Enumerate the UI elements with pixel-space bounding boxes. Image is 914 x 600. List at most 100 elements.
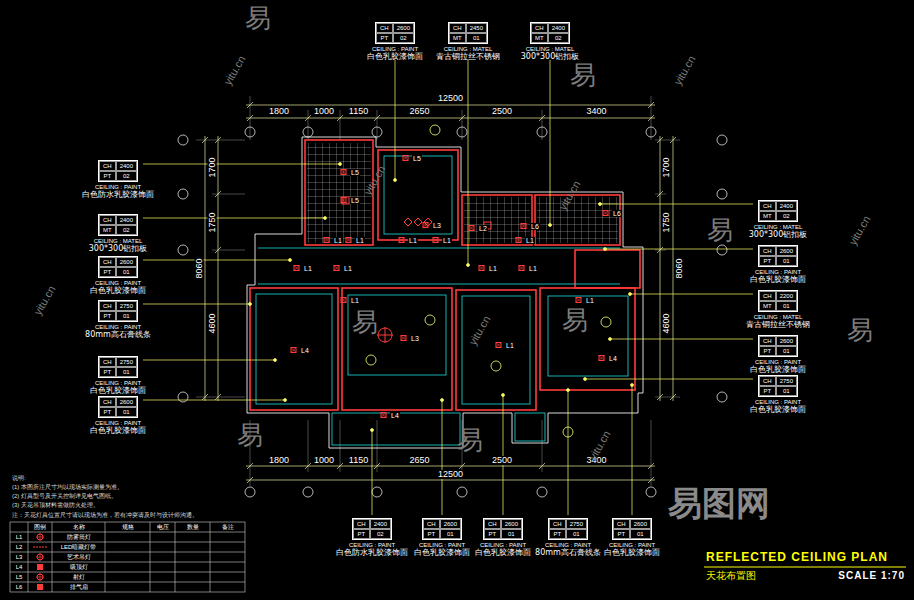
- material-name: 白色防水乳胶漆饰面: [336, 548, 408, 557]
- tag-cell: PT: [759, 386, 776, 396]
- light-tag: L1: [355, 237, 365, 244]
- watermark: 易: [570, 62, 596, 88]
- ceiling-type: CEILING : PAINT: [95, 324, 141, 330]
- light-tag: L1: [343, 265, 353, 272]
- dimension-text: 1150: [348, 456, 369, 465]
- ceiling-type: CEILING : PAINT: [95, 280, 141, 286]
- light-symbol: [599, 356, 604, 361]
- tag-cell: 2600: [116, 257, 137, 267]
- tag-cell: 2400: [370, 519, 391, 529]
- light-tag: L2: [478, 225, 488, 232]
- material-name: 白色乳胶漆饰面: [750, 275, 806, 284]
- tag-cell: 01: [440, 529, 461, 539]
- table-code: L2: [16, 544, 23, 550]
- light-symbol: [341, 198, 346, 203]
- light-symbol: [479, 266, 484, 271]
- tag-cell: CH: [99, 357, 116, 367]
- tag-cell: PT: [759, 256, 776, 266]
- dimension-text: 1700: [208, 156, 217, 178]
- tag-cell: 2400: [548, 23, 569, 33]
- ceiling-type: CEILING : PAINT: [419, 542, 465, 548]
- legend-symbol: [36, 553, 44, 561]
- material-callout: CH2600PT01CEILING : PAINT白色乳胶漆饰面: [750, 245, 806, 284]
- material-name: 白色乳胶漆饰面: [604, 548, 660, 557]
- callout-tag-box: CH2400MT02: [98, 214, 138, 236]
- tag-cell: 2600: [776, 246, 797, 256]
- drawing-caption: 天花布置图: [706, 571, 756, 581]
- tag-cell: 01: [566, 529, 587, 539]
- watermark: 易: [847, 317, 873, 343]
- tag-cell: CH: [549, 519, 566, 529]
- light-tag: L1: [303, 265, 313, 272]
- material-callout: CH2600PT01CEILING : PAINT白色乳胶漆饰面: [414, 518, 470, 557]
- tag-cell: CH: [353, 519, 370, 529]
- tag-cell: PT: [353, 529, 370, 539]
- table-code: L1: [16, 534, 23, 540]
- dimension-text: 12500: [437, 94, 464, 103]
- material-callout: CH2200MT01CEILING : MATEL青古铜拉丝不锈钢: [746, 290, 810, 329]
- light-tag: L1: [442, 237, 452, 244]
- ceiling-type: CEILING : MATEL: [526, 46, 575, 52]
- light-tag: L4: [300, 347, 310, 354]
- grid-extension-lines: [196, 96, 680, 486]
- ceiling-recess-lines: [256, 156, 628, 445]
- walls: [250, 140, 640, 410]
- dimension-text: 8060: [195, 257, 204, 279]
- axis-bubbles: [178, 127, 727, 497]
- table-header: 备注: [222, 524, 234, 530]
- table-header: 数量: [187, 524, 199, 530]
- light-tag: L6: [612, 210, 622, 217]
- tag-cell: 2600: [440, 519, 461, 529]
- tag-cell: CH: [99, 215, 116, 225]
- light-tag: L5: [350, 169, 360, 176]
- title-underline: [704, 566, 906, 567]
- tag-cell: CH: [99, 301, 116, 311]
- light-symbol: [519, 266, 524, 271]
- dimension-text: 1800: [268, 107, 290, 116]
- light-tag: L1: [525, 237, 535, 244]
- tag-cell: PT: [99, 171, 116, 181]
- light-tag: L1: [488, 265, 498, 272]
- material-callout: CH2400PT02CEILING : PAINT白色防水乳胶漆饰面: [336, 518, 408, 557]
- tag-cell: PT: [423, 529, 440, 539]
- scale-text: SCALE 1:70: [838, 571, 905, 581]
- tag-cell: 01: [116, 367, 137, 377]
- watermark: 易: [707, 217, 733, 243]
- material-callout: CH2450MT01CEILING : MATEL青古铜拉丝不锈钢: [436, 22, 500, 61]
- tag-cell: MT: [759, 211, 776, 221]
- ceiling-type: CEILING : MATEL: [754, 224, 803, 230]
- tag-cell: PT: [99, 267, 116, 277]
- note-text: (3) 天花吊顶材料需做防火处理。: [12, 502, 99, 508]
- material-name: 300*300铝扣板: [749, 230, 808, 239]
- tag-cell: CH: [759, 336, 776, 346]
- table-header: 规格: [122, 524, 134, 530]
- callout-tag-box: CH2600PT01: [612, 518, 652, 540]
- callout-tag-box: CH2400PT02: [98, 160, 138, 182]
- material-callout: CH2400MT02CEILING : MATEL300*300铝扣板: [749, 200, 808, 239]
- watermark: yitu.cn: [467, 313, 492, 346]
- ceiling-type: CEILING : PAINT: [609, 542, 655, 548]
- watermark: 易图网: [668, 486, 770, 520]
- tag-cell: 02: [548, 33, 569, 43]
- tag-cell: CH: [376, 23, 393, 33]
- tag-cell: PT: [99, 407, 116, 417]
- ceiling-type: CEILING : PAINT: [372, 46, 418, 52]
- material-callout: CH2750PT01CEILING : PAINT白色乳胶漆饰面: [750, 375, 806, 414]
- material-name: 白色防水乳胶漆饰面: [82, 190, 154, 199]
- light-symbol: [341, 170, 346, 175]
- light-symbol: [403, 156, 408, 161]
- material-name: 白色乳胶漆饰面: [475, 548, 531, 557]
- material-name: 300*300铝扣板: [89, 244, 148, 253]
- watermark: 易: [457, 427, 483, 453]
- light-tag: L1: [333, 237, 343, 244]
- light-tag: L1: [585, 297, 595, 304]
- material-callout: CH2600PT02CEILING : PAINT白色乳胶漆饰面: [367, 22, 423, 61]
- material-name: 白色乳胶漆饰面: [90, 426, 146, 435]
- material-name: 白色乳胶漆饰面: [750, 365, 806, 374]
- dimension-text: 12500: [437, 470, 464, 479]
- light-symbol: [334, 266, 339, 271]
- material-name: 白色乳胶漆饰面: [414, 548, 470, 557]
- dimension-lines: [202, 102, 676, 483]
- light-tag: L1: [350, 297, 360, 304]
